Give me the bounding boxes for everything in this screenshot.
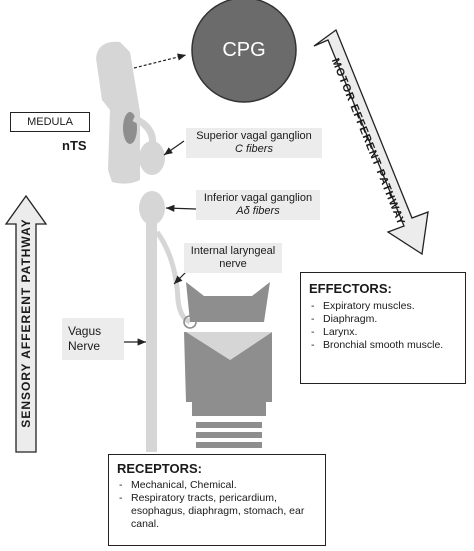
motor-pathway-arrow bbox=[313, 28, 429, 256]
effectors-list: Expiratory muscles. Diaphragm. Larynx. B… bbox=[309, 300, 457, 352]
superior-ganglion-shape bbox=[139, 141, 165, 175]
superior-ganglion-label: Superior vagal ganglion C fibers bbox=[186, 128, 322, 158]
effector-item: Diaphragm. bbox=[309, 313, 457, 326]
laryngeal-nerve-line2: nerve bbox=[219, 258, 247, 270]
receptors-title: RECEPTORS: bbox=[117, 461, 202, 476]
inferior-ganglion-fiber: Aδ fibers bbox=[236, 205, 280, 217]
effectors-box: EFFECTORS: Expiratory muscles. Diaphragm… bbox=[300, 272, 466, 384]
effectors-title: EFFECTORS: bbox=[309, 281, 392, 296]
trachea-ring bbox=[196, 432, 262, 438]
effector-item: Expiratory muscles. bbox=[309, 300, 457, 313]
superior-ganglion-fiber: C fibers bbox=[235, 143, 273, 155]
medulla-to-cpg-arrow bbox=[133, 53, 187, 69]
larynx-epiglottis bbox=[186, 282, 270, 322]
vagus-nerve-line1: Vagus bbox=[68, 324, 102, 338]
nts-label: nTS bbox=[62, 138, 87, 153]
cpg-circle bbox=[191, 0, 297, 103]
sensory-pathway-label: SENSORY AFFERENT PATHWAY bbox=[19, 218, 33, 428]
laryngeal-nerve-label: Internal laryngeal nerve bbox=[184, 243, 282, 273]
inferior-ganglion-name: Inferior vagal ganglion bbox=[203, 192, 313, 204]
medulla-shape bbox=[96, 41, 140, 184]
superior-ganglion-name: Superior vagal ganglion bbox=[196, 130, 312, 142]
receptor-item: Mechanical, Chemical. bbox=[117, 479, 317, 492]
vagus-trunk bbox=[146, 220, 157, 452]
effector-item: Larynx. bbox=[309, 326, 457, 339]
larynx-cartilage bbox=[186, 332, 272, 360]
cpg-label: CPG bbox=[222, 39, 266, 61]
inferior-ganglion-arrow bbox=[165, 204, 197, 212]
vagus-nerve-line2: Nerve bbox=[68, 339, 101, 353]
larynx-lower bbox=[192, 402, 266, 416]
larynx-body bbox=[184, 332, 272, 402]
trachea-ring bbox=[196, 422, 262, 428]
trachea-ring bbox=[196, 442, 262, 448]
receptor-item: Respiratory tracts, pericardium, esophag… bbox=[117, 492, 317, 531]
receptors-box: RECEPTORS: Mechanical, Chemical. Respira… bbox=[108, 454, 326, 546]
sensory-pathway-arrow bbox=[4, 194, 48, 453]
inferior-ganglion-label: Inferior vagal ganglion Aδ fibers bbox=[196, 190, 320, 220]
medula-label: MEDULA bbox=[10, 112, 90, 132]
inferior-ganglion-shape bbox=[139, 191, 165, 225]
laryngeal-nerve-line1: Internal laryngeal bbox=[190, 245, 276, 257]
receptors-list: Mechanical, Chemical. Respiratory tracts… bbox=[117, 479, 317, 531]
superior-ganglion-arrow bbox=[163, 140, 185, 156]
vagus-nerve-label: Vagus Nerve bbox=[62, 318, 124, 360]
effector-item: Bronchial smooth muscle. bbox=[309, 339, 457, 352]
